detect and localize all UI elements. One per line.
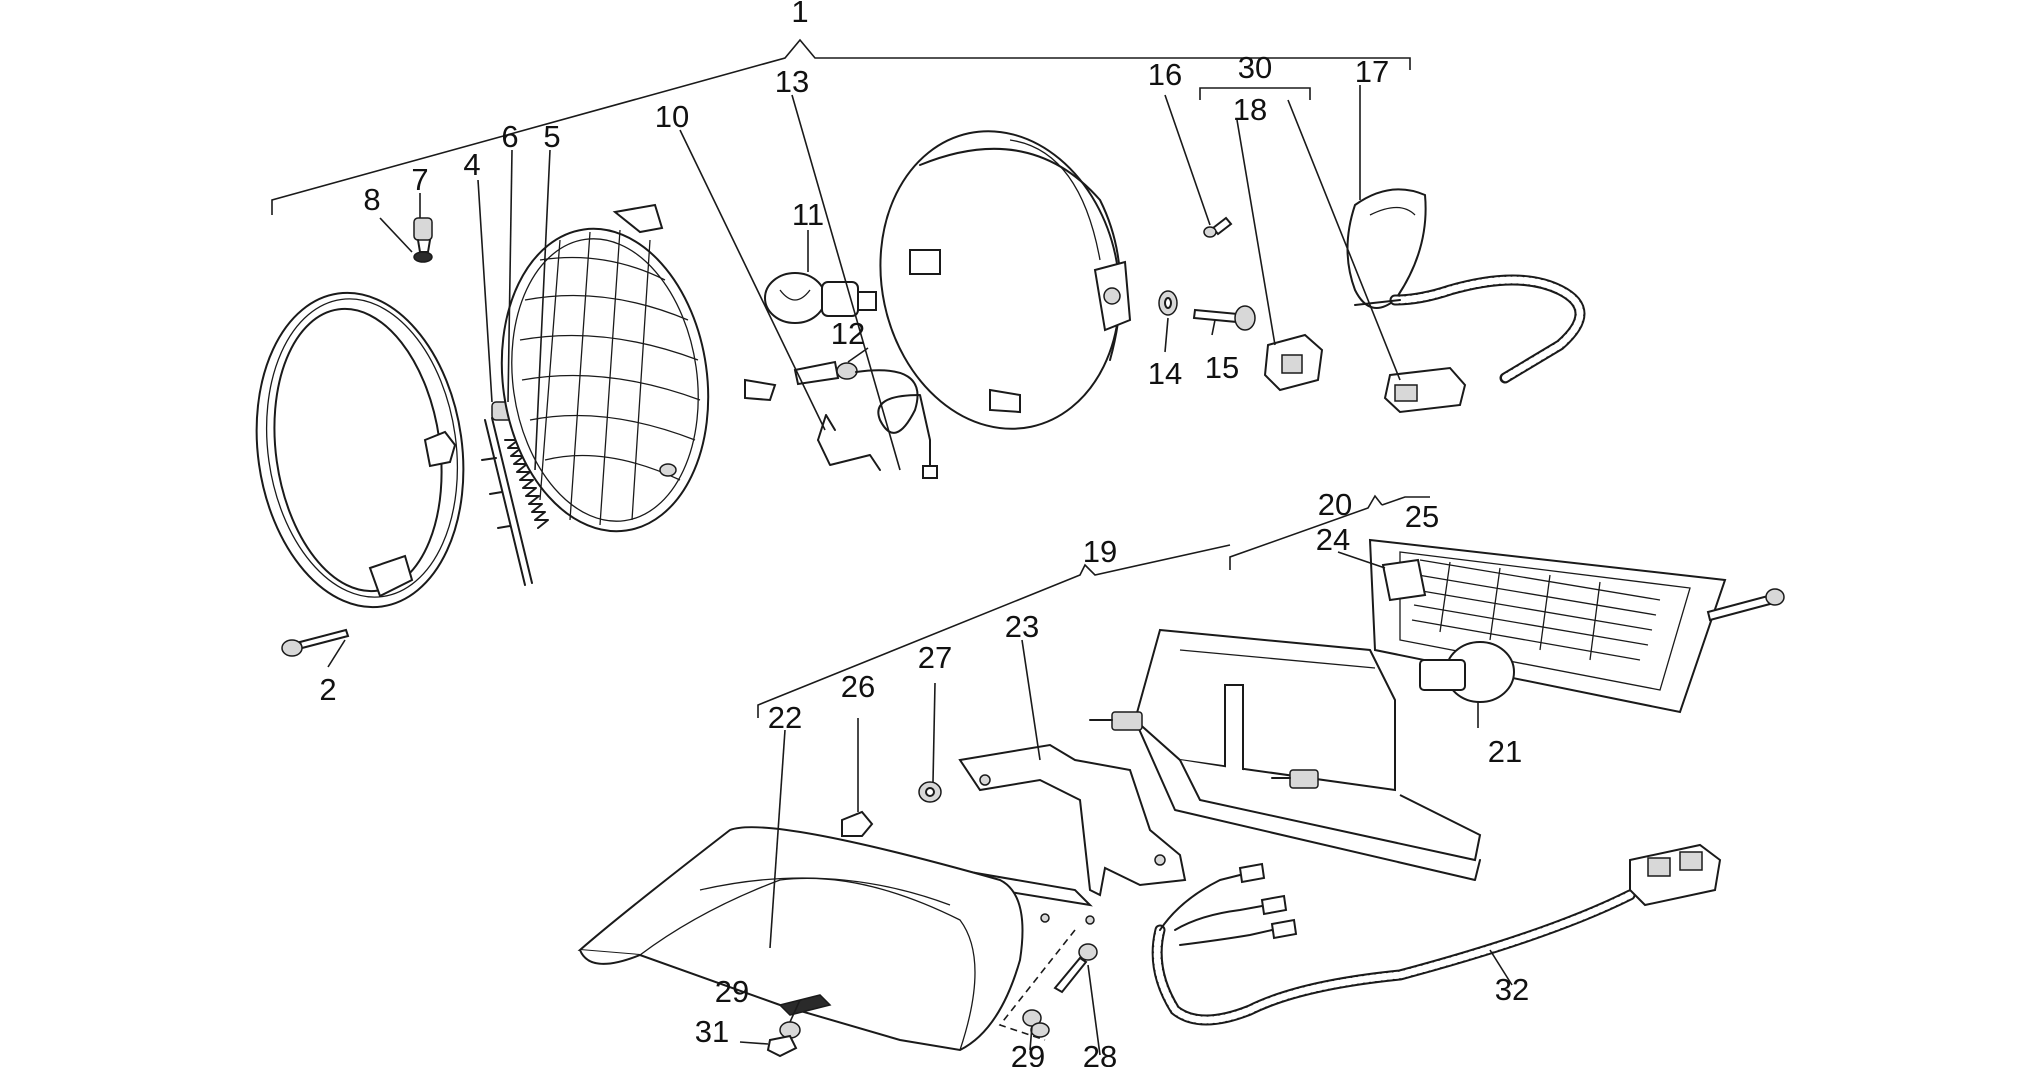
callout-15: 15 bbox=[1205, 350, 1239, 385]
callout-24: 24 bbox=[1316, 522, 1350, 557]
bulb-holder-24 bbox=[1381, 558, 1427, 602]
group-bracket-20 bbox=[1229, 494, 1383, 570]
rear-light-housing-20 bbox=[1133, 628, 1482, 881]
callout-30: 30 bbox=[1238, 50, 1272, 85]
callout-7: 7 bbox=[411, 162, 428, 197]
callout-13: 13 bbox=[775, 64, 809, 99]
wiring-harness-32 bbox=[1151, 843, 1722, 1026]
clip-7 bbox=[413, 217, 433, 253]
pilot-bulb-12 bbox=[793, 360, 938, 479]
connector-18 bbox=[1263, 333, 1324, 392]
rear-light-lens-25 bbox=[1368, 538, 1727, 714]
screw-16 bbox=[1203, 216, 1233, 238]
mudguard-22 bbox=[577, 826, 1024, 1052]
callout-14: 14 bbox=[1148, 356, 1182, 391]
socket-17 bbox=[1346, 188, 1586, 414]
callout-5: 5 bbox=[543, 119, 560, 154]
callout-29-left: 29 bbox=[715, 974, 749, 1009]
callout-16: 16 bbox=[1148, 57, 1182, 92]
headlight-lens bbox=[500, 203, 777, 533]
washer-27 bbox=[918, 781, 942, 803]
washer-14 bbox=[1158, 290, 1178, 316]
callout-31: 31 bbox=[695, 1014, 729, 1049]
callout-22: 22 bbox=[768, 700, 802, 735]
headlight-outer-rim bbox=[255, 291, 465, 609]
bulb-21 bbox=[1419, 641, 1515, 703]
callout-12: 12 bbox=[831, 316, 865, 351]
screw-2 bbox=[281, 628, 350, 657]
group-bracket-30 bbox=[1199, 87, 1311, 100]
headlight-shell bbox=[879, 130, 1132, 430]
callout-4: 4 bbox=[463, 147, 480, 182]
group-bracket-25 bbox=[1381, 496, 1430, 506]
callout-1: 1 bbox=[791, 0, 808, 29]
wire-10 bbox=[817, 414, 881, 471]
group-bracket-19 bbox=[757, 544, 1231, 718]
callout-2: 2 bbox=[319, 672, 336, 707]
screw-25 bbox=[1706, 588, 1785, 622]
spring-5 bbox=[504, 439, 549, 529]
callout-29-right: 29 bbox=[1011, 1039, 1045, 1067]
callout-28: 28 bbox=[1083, 1039, 1117, 1067]
callout-10: 10 bbox=[655, 99, 689, 134]
callout-6: 6 bbox=[501, 119, 518, 154]
callout-32: 32 bbox=[1495, 972, 1529, 1007]
bolt-15 bbox=[1192, 305, 1256, 331]
callout-labels: 1 2 4 5 6 7 8 10 11 12 13 14 15 16 17 18… bbox=[319, 0, 1529, 1067]
callout-8: 8 bbox=[363, 182, 380, 217]
adjuster-screw-4 bbox=[481, 417, 533, 586]
callout-19: 19 bbox=[1083, 534, 1117, 569]
screw-8 bbox=[413, 251, 433, 263]
nut-31 bbox=[766, 1034, 798, 1058]
leader-lines bbox=[327, 85, 1513, 1056]
callout-25: 25 bbox=[1405, 499, 1439, 534]
callout-18: 18 bbox=[1233, 92, 1267, 127]
callout-26: 26 bbox=[841, 669, 875, 704]
housing-studs bbox=[1089, 711, 1319, 789]
callout-11: 11 bbox=[792, 197, 824, 232]
callout-21: 21 bbox=[1488, 734, 1522, 769]
nut-26 bbox=[841, 810, 874, 837]
bulb-11 bbox=[764, 272, 877, 324]
callout-20: 20 bbox=[1318, 487, 1352, 522]
callout-17: 17 bbox=[1355, 54, 1389, 89]
washer-29-right bbox=[1022, 1009, 1050, 1038]
dashed-guide bbox=[998, 929, 1076, 1041]
group-bracket-1 bbox=[271, 38, 1411, 215]
bolt-28 bbox=[1053, 943, 1098, 994]
callout-27: 27 bbox=[918, 640, 952, 675]
callout-23: 23 bbox=[1005, 609, 1039, 644]
